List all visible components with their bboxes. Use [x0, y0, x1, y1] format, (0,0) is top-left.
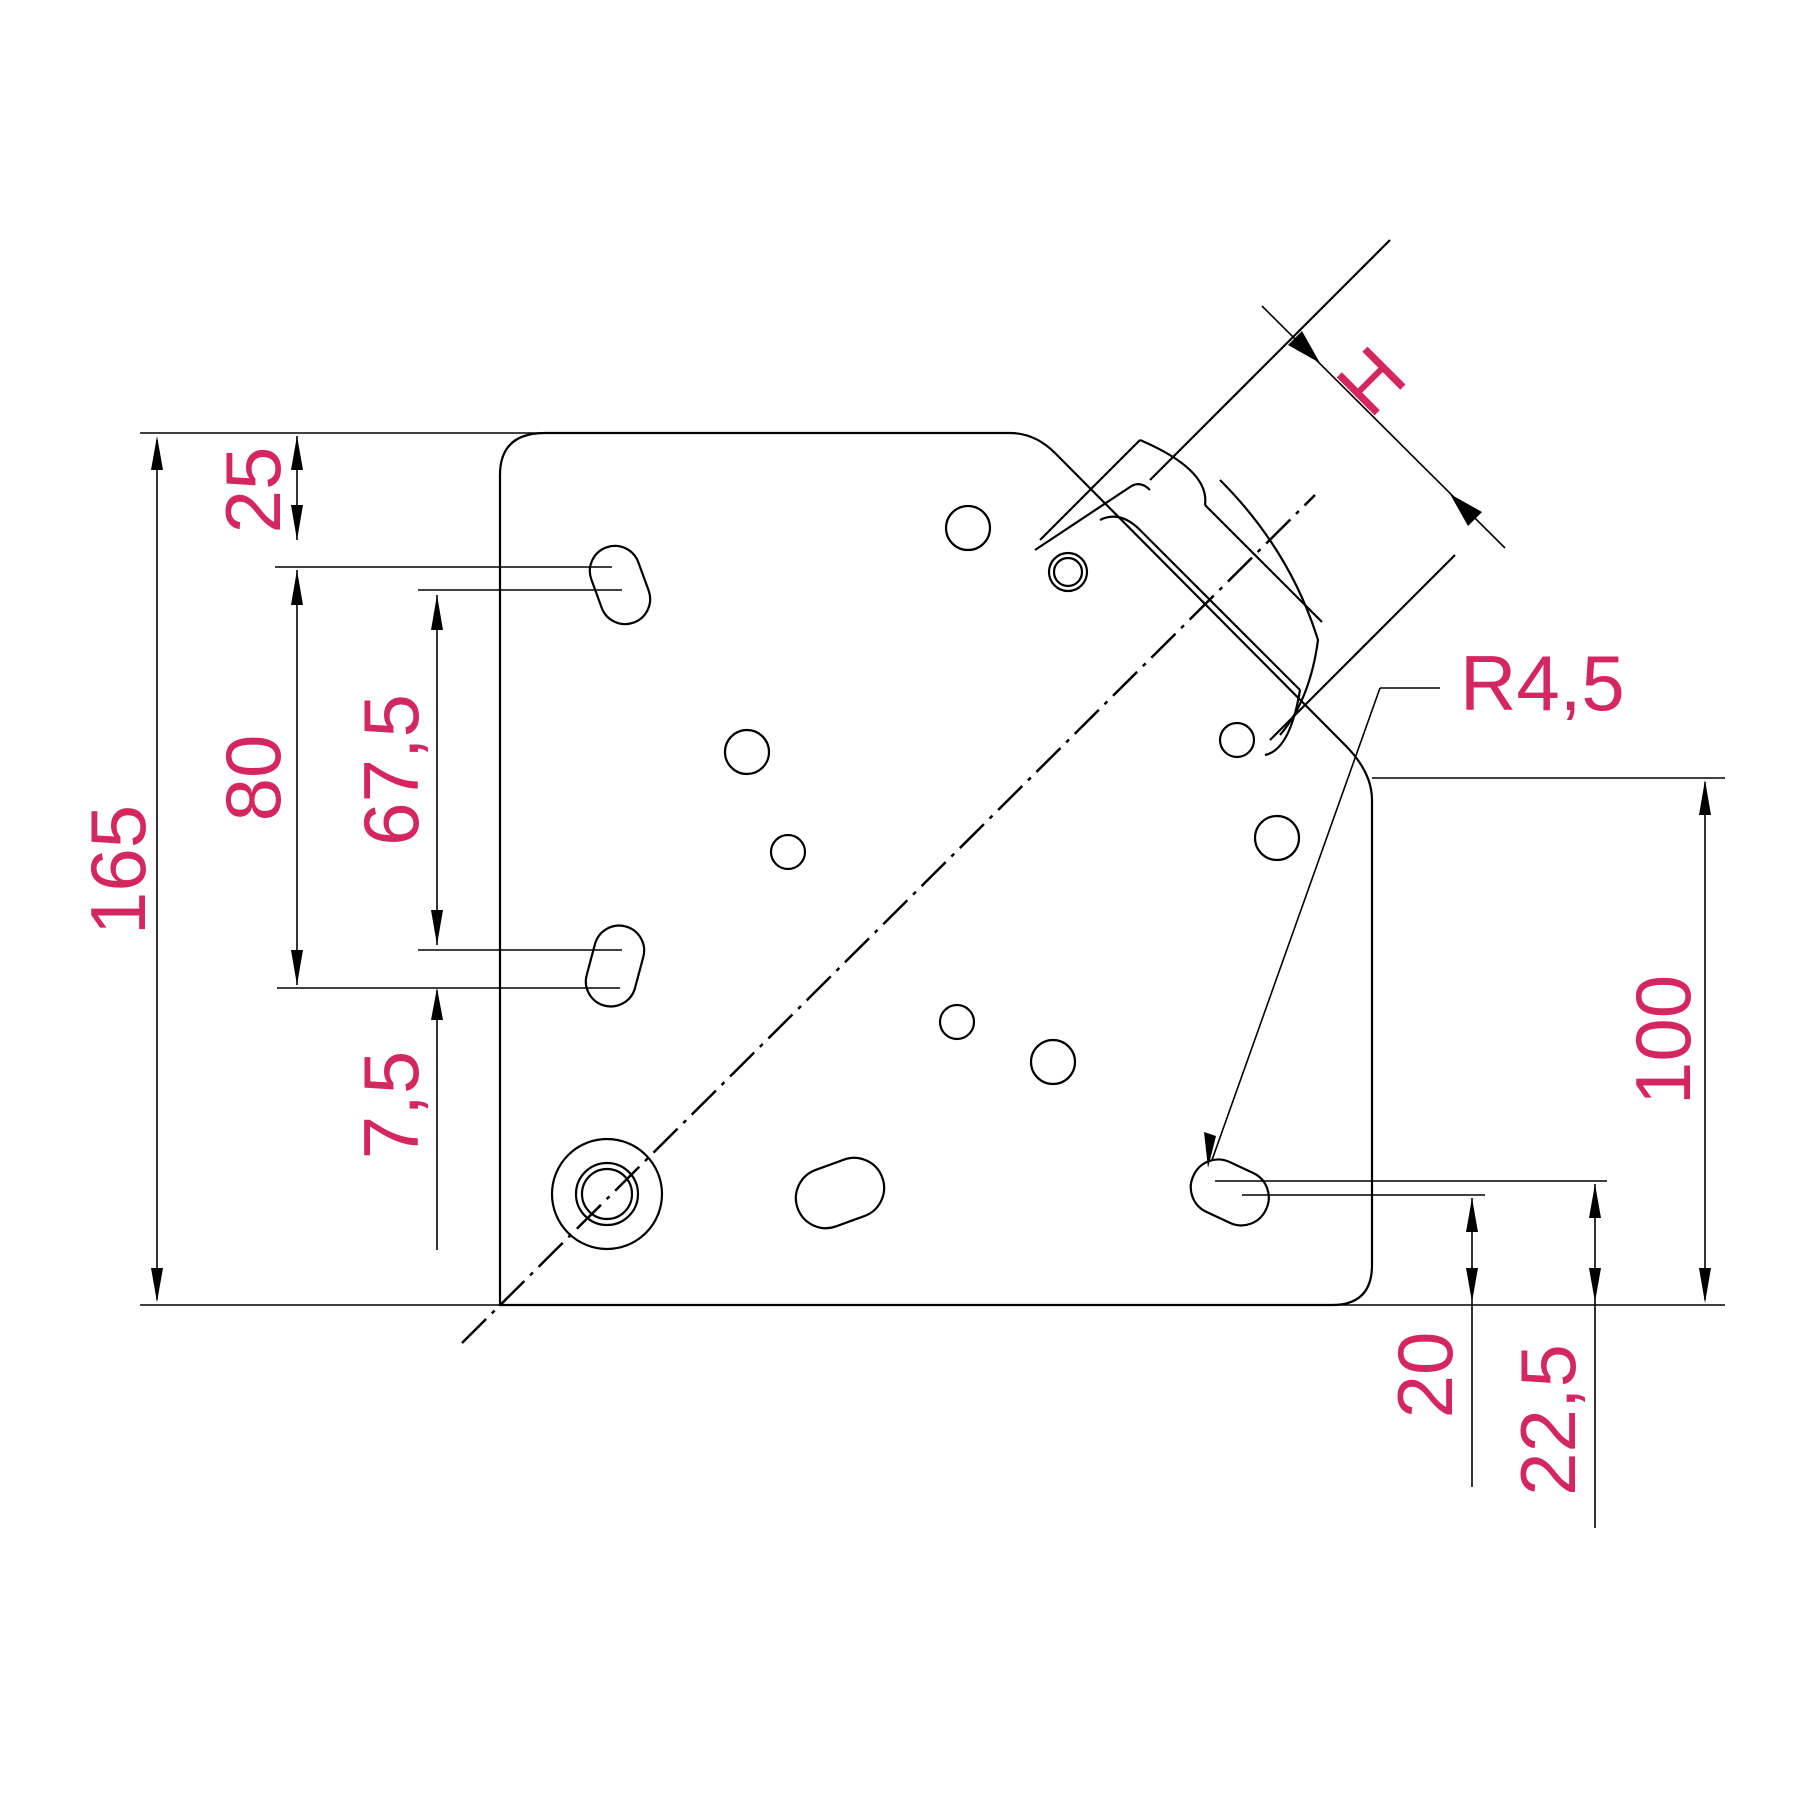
center-line — [461, 494, 1316, 1344]
hinge-block — [1034, 239, 1456, 757]
dim-label-20: 20 — [1381, 1332, 1469, 1419]
dim-label-7-5: 7,5 — [347, 1051, 435, 1159]
dim-80: 80 — [209, 566, 620, 989]
dim-label-22-5: 22,5 — [1504, 1344, 1592, 1496]
holes — [550, 504, 1301, 1251]
dim-label-80: 80 — [209, 735, 297, 822]
dim-7-5: 7,5 — [347, 988, 443, 1250]
dim-100: 100 — [1332, 777, 1725, 1306]
dim-label-25: 25 — [209, 447, 297, 534]
dim-R4-5: R4,5 — [1204, 639, 1625, 1168]
dim-165: 165 — [74, 432, 545, 1306]
dim-label-67-5: 67,5 — [347, 694, 435, 846]
plate-outline — [498, 431, 1374, 1307]
dim-25: 25 — [209, 436, 303, 540]
dim-label-R4-5: R4,5 — [1460, 639, 1625, 727]
dim-67-5: 67,5 — [347, 589, 622, 951]
dim-label-100: 100 — [1619, 975, 1707, 1105]
dim-label-165: 165 — [74, 805, 162, 935]
dim-22-5: 22,5 — [1215, 1180, 1607, 1528]
dim-label-H: H — [1320, 330, 1422, 432]
dim-20: 20 — [1242, 1194, 1485, 1487]
